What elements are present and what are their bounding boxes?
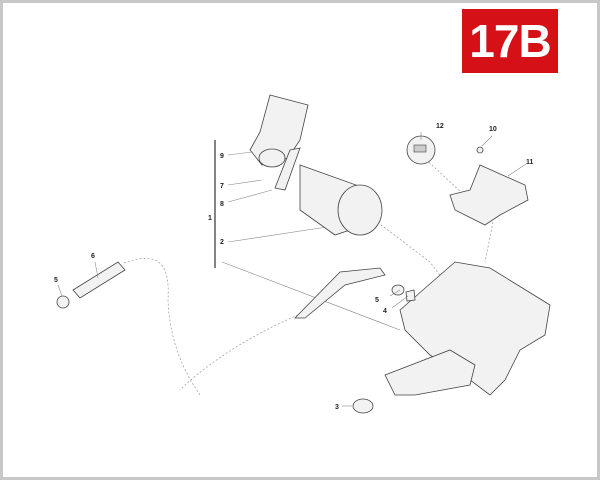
- hose-collar: [258, 148, 286, 168]
- breather-hose-part: [294, 267, 386, 319]
- label-10: 10: [489, 126, 497, 133]
- label-5: 5: [375, 297, 379, 304]
- clamp-5-left-part: [56, 295, 70, 309]
- label-7: 7: [220, 183, 224, 190]
- tube-6-part: [72, 261, 126, 299]
- exploded-parts-diagram: 1 2 3 4 5 5 6 7 8 9 10 11 12: [54, 94, 551, 414]
- label-5-left: 5: [54, 277, 58, 284]
- label-8: 8: [220, 201, 224, 208]
- airbox-housing-part: [399, 261, 551, 396]
- filter-end-cap: [337, 184, 383, 236]
- label-6: 6: [91, 253, 95, 260]
- label-9: 9: [220, 153, 224, 160]
- label-12: 12: [436, 123, 444, 130]
- bolt-part: [476, 146, 484, 154]
- clamp-5-part: [391, 284, 405, 296]
- gasket-part: [274, 147, 301, 191]
- label-1: 1: [208, 215, 212, 222]
- diagram-id-badge: 17B: [462, 9, 558, 73]
- label-3: 3: [335, 404, 339, 411]
- intake-duct-part: [384, 349, 476, 396]
- label-4: 4: [383, 308, 387, 315]
- label-11: 11: [526, 159, 534, 166]
- fitting-4-part: [405, 289, 416, 302]
- label-2: 2: [220, 239, 224, 246]
- mounting-bracket-part: [449, 164, 529, 226]
- hose-clamp-part: [352, 398, 374, 414]
